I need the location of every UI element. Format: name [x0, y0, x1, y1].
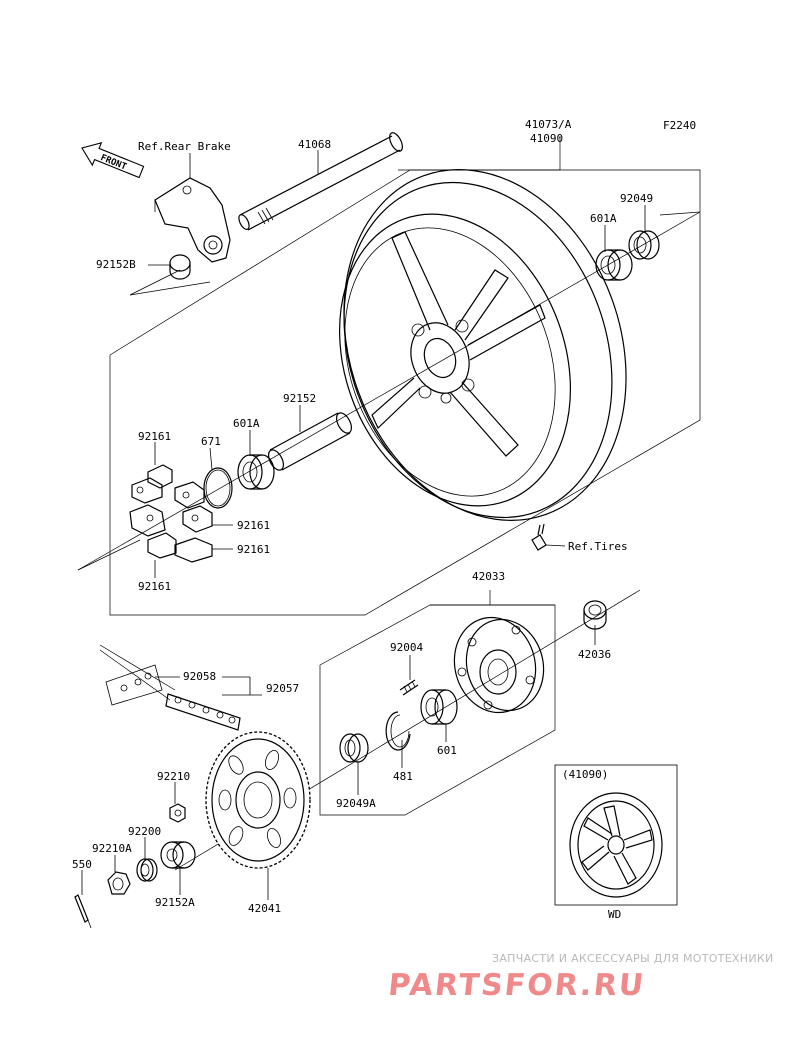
wheel-assembly-frame: [109, 136, 701, 616]
part-label-41068: 41068: [298, 138, 331, 151]
diagram-code-label: F2240: [663, 119, 696, 132]
part-label-92200: 92200: [128, 825, 161, 838]
part-label-92058: 92058: [183, 670, 216, 683]
coupling-42033-part: [453, 616, 545, 714]
axle-part: [238, 132, 403, 231]
part-label-601: 601: [437, 744, 457, 757]
ref-tires-label: Ref.Tires: [568, 540, 628, 553]
part-label-601a-left: 601A: [233, 417, 260, 430]
collar-92152-part: [268, 412, 352, 471]
watermark-brand-logo: PARTSFOR.RU: [387, 968, 647, 1003]
damper-92161-parts: [129, 464, 213, 563]
watermark: ЗАПЧАСТИ И АКСЕССУАРЫ ДЛЯ МОТОТЕХНИКИ PA…: [387, 952, 774, 1003]
part-label-42036: 42036: [578, 648, 611, 661]
seal-92049a-part: [339, 733, 369, 763]
cotter-pin-550-part: [74, 894, 92, 929]
stud-92004-part: [399, 679, 419, 696]
part-label-92049a: 92049A: [336, 797, 376, 810]
collar-42036-part: [583, 600, 607, 630]
collar-92152b-part: [169, 254, 191, 280]
part-label-92152a: 92152A: [155, 896, 195, 909]
ref-rear-brake-label: Ref.Rear Brake: [138, 140, 231, 153]
part-label-92049: 92049: [620, 192, 653, 205]
part-label-92161-bottom: 92161: [138, 580, 171, 593]
nut-92210-part: [169, 803, 186, 823]
part-label-92152: 92152: [283, 392, 316, 405]
part-label-92161-low: 92161: [237, 543, 270, 556]
part-label-41073a: 41073/A: [525, 118, 572, 131]
part-label-92004: 92004: [390, 641, 423, 654]
part-label-42033: 42033: [472, 570, 505, 583]
inset-part-label: (41090): [562, 768, 608, 781]
part-label-92161-top: 92161: [138, 430, 171, 443]
part-label-42041: 42041: [248, 902, 281, 915]
part-label-92161-mid: 92161: [237, 519, 270, 532]
axle-nut-92210a-part: [107, 871, 131, 895]
seal-92049-part: [628, 230, 660, 260]
front-direction-arrow: FRONT: [81, 142, 145, 179]
coupling-assembly-frame: [319, 590, 556, 816]
part-label-601a-right: 601A: [590, 212, 617, 225]
inset-caption: WD: [608, 908, 621, 921]
drive-chain-part: [99, 644, 241, 731]
part-label-92152b: 92152B: [96, 258, 136, 271]
collar-92152a-part: [160, 841, 196, 869]
watermark-tagline: ЗАПЧАСТИ И АКСЕССУАРЫ ДЛЯ МОТОТЕХНИКИ: [492, 952, 774, 965]
wheel-variant-inset: [554, 764, 678, 906]
sprocket-42041-part: [205, 731, 311, 869]
part-label-41090: 41090: [530, 132, 563, 145]
part-label-92210a: 92210A: [92, 842, 132, 855]
bearing-601a-right-part: [595, 249, 633, 281]
oring-671-part: [203, 467, 233, 509]
circlip-481-part: [385, 711, 411, 751]
tire-valve-part: [531, 523, 566, 551]
washer-92200-part: [136, 858, 158, 882]
rear-wheel-part: [339, 169, 627, 521]
part-label-550: 550: [72, 858, 92, 871]
part-label-92210: 92210: [157, 770, 190, 783]
part-labels: F2240 Ref.Rear Brake 41068 41073/A 41090…: [72, 118, 696, 921]
part-label-481: 481: [393, 770, 413, 783]
brake-bracket-part: [154, 177, 231, 263]
part-label-671: 671: [201, 435, 221, 448]
leader-lines: [81, 150, 646, 900]
part-label-92057: 92057: [266, 682, 299, 695]
